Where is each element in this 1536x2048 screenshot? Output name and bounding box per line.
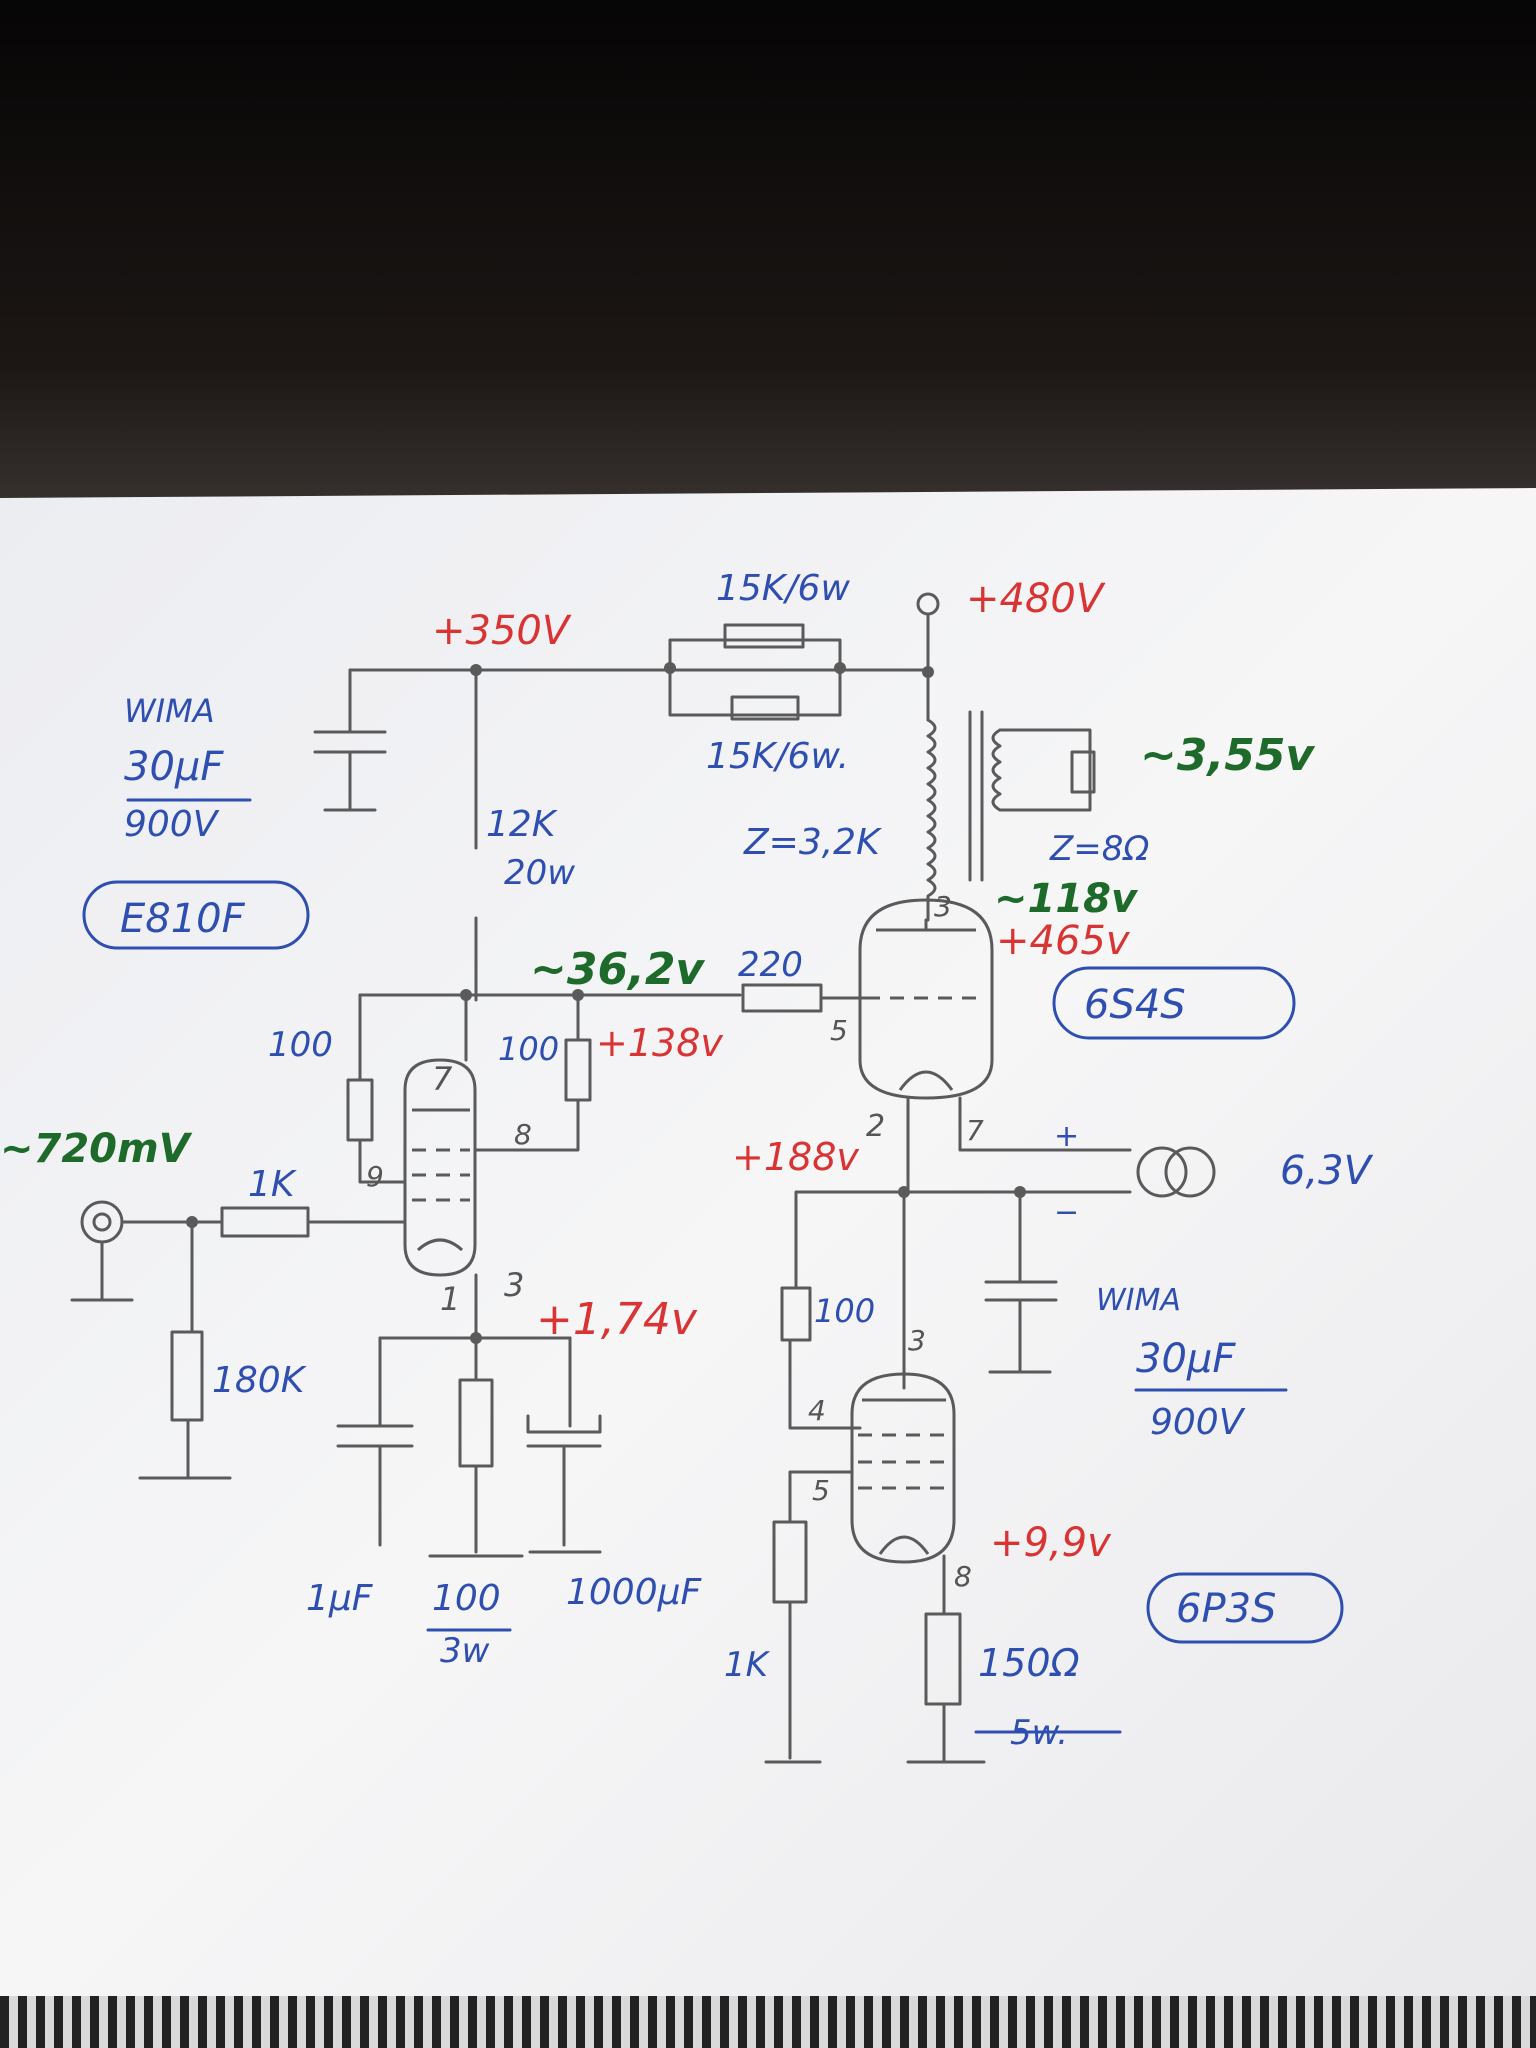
hv-terminal	[916, 592, 940, 616]
input-jack	[80, 1200, 124, 1244]
plate-impedance-label: Z=3,2K	[743, 822, 882, 863]
screen-resistor	[564, 1038, 592, 1102]
output-cathode-dc: +188v	[732, 1135, 859, 1179]
cf-cathode-dc: +9,9v	[990, 1520, 1112, 1566]
supply-cap-brand: WIMA	[124, 692, 215, 730]
dropper-resistor-1	[723, 623, 805, 649]
cf-wiring	[764, 1470, 986, 1764]
output-plate-ac: ~118v	[994, 876, 1139, 922]
cf-pin-g2: 4	[808, 1394, 826, 1427]
driver-tube-label: E810F	[120, 896, 246, 942]
cf-g1-res-label: 1K	[724, 1645, 771, 1685]
cathode-res-value: 100	[432, 1578, 501, 1619]
plate-res-value: 12K	[486, 804, 558, 845]
plate-res-power: 20w	[504, 853, 575, 893]
heater-minus-label: −	[1054, 1195, 1079, 1230]
speaker-impedance-label: Z=8Ω	[1049, 829, 1149, 869]
dropper-r1-label: 15K/6w	[716, 568, 850, 609]
hv-480-label: +480V	[966, 576, 1106, 622]
output-plate-dc: +465v	[996, 918, 1131, 964]
cf-cathode-res-value: 150Ω	[978, 1641, 1080, 1685]
heater-voltage-label: 6,3V	[1280, 1148, 1374, 1194]
cf-grid-res-label: 100	[814, 1292, 875, 1330]
striped-edge	[0, 1996, 1536, 2048]
cathode-cap-label: 1µF	[306, 1578, 374, 1619]
screen-res-label: 100	[498, 1030, 559, 1068]
cf-grid-resistor	[780, 1286, 812, 1342]
supply-cap-value: 30µF	[124, 744, 224, 790]
cap2-voltage: 900V	[1150, 1402, 1246, 1443]
cf-pin-cathode: 8	[954, 1560, 972, 1593]
grid-stopper-label: 220	[738, 945, 803, 985]
output-transformer	[926, 710, 1096, 922]
driver-cathode-dc: +1,74v	[536, 1294, 698, 1345]
heater-plus-label: +	[1054, 1119, 1079, 1154]
dropper-r2-label: 15K/6w.	[706, 736, 849, 777]
secondary-ac-label: ~3,55v	[1140, 730, 1315, 781]
g2-stopper-resistor	[346, 1078, 374, 1142]
output-pin-cathode: 2	[866, 1109, 885, 1144]
driver-wiring	[70, 983, 878, 1558]
cathode-resistor	[458, 1378, 494, 1468]
grid-leak-label: 180K	[212, 1360, 307, 1401]
driver-pin-g1: 9	[366, 1160, 384, 1193]
output-tube-label-ring	[1052, 966, 1296, 1040]
heater-supply	[1136, 1146, 1188, 1198]
hv-350-label: +350V	[432, 608, 572, 654]
cf-tube-label-ring	[1146, 1572, 1344, 1644]
cf-tube	[850, 1372, 956, 1564]
cf-cathode-resistor	[924, 1612, 962, 1706]
dropper-resistor-2	[730, 695, 800, 721]
driver-pin-heater: 1	[440, 1280, 460, 1318]
driver-pin-cathode: 3	[504, 1266, 524, 1304]
input-signal-label: ~720mV	[0, 1126, 193, 1172]
supply-wiring	[313, 592, 940, 1002]
cf-cathode-res-power: 5w.	[1010, 1713, 1068, 1753]
cf-tube-label: 6P3S	[1176, 1586, 1276, 1632]
driver-tube-label-ring	[82, 880, 310, 950]
output-pin-grid: 5	[830, 1014, 848, 1047]
dark-background	[0, 0, 1536, 520]
grid-resistor	[220, 1206, 310, 1238]
grid-leak-resistor	[170, 1330, 204, 1422]
cathode-res-power: 3w	[440, 1631, 490, 1671]
output-wiring	[780, 918, 1216, 1430]
speaker-load	[1070, 750, 1096, 794]
driver-pin-g2: 8	[514, 1118, 532, 1151]
grid-stopper-resistor	[741, 983, 823, 1013]
cap2-value: 30µF	[1136, 1336, 1236, 1382]
cf-g1-resistor	[772, 1520, 808, 1604]
cf-pin-g1: 5	[812, 1474, 830, 1507]
grid-res-label: 1K	[248, 1164, 297, 1205]
output-pin-plate: 3	[934, 890, 952, 923]
cathode-bypass-label: 1000µF	[566, 1572, 703, 1613]
g2-res-label: 100	[268, 1025, 333, 1065]
output-pin-heater: 7	[966, 1114, 984, 1147]
cf-pin-plate: 3	[908, 1324, 926, 1357]
driver-tube	[403, 1058, 477, 1277]
screen-dc-label: +138v	[596, 1021, 723, 1065]
cap2-brand: WIMA	[1096, 1283, 1181, 1318]
driver-plate-ac: ~36,2v	[530, 944, 705, 995]
supply-cap-voltage: 900V	[124, 804, 220, 845]
output-tube-label: 6S4S	[1084, 982, 1186, 1028]
driver-pin-plate: 7	[432, 1060, 453, 1098]
